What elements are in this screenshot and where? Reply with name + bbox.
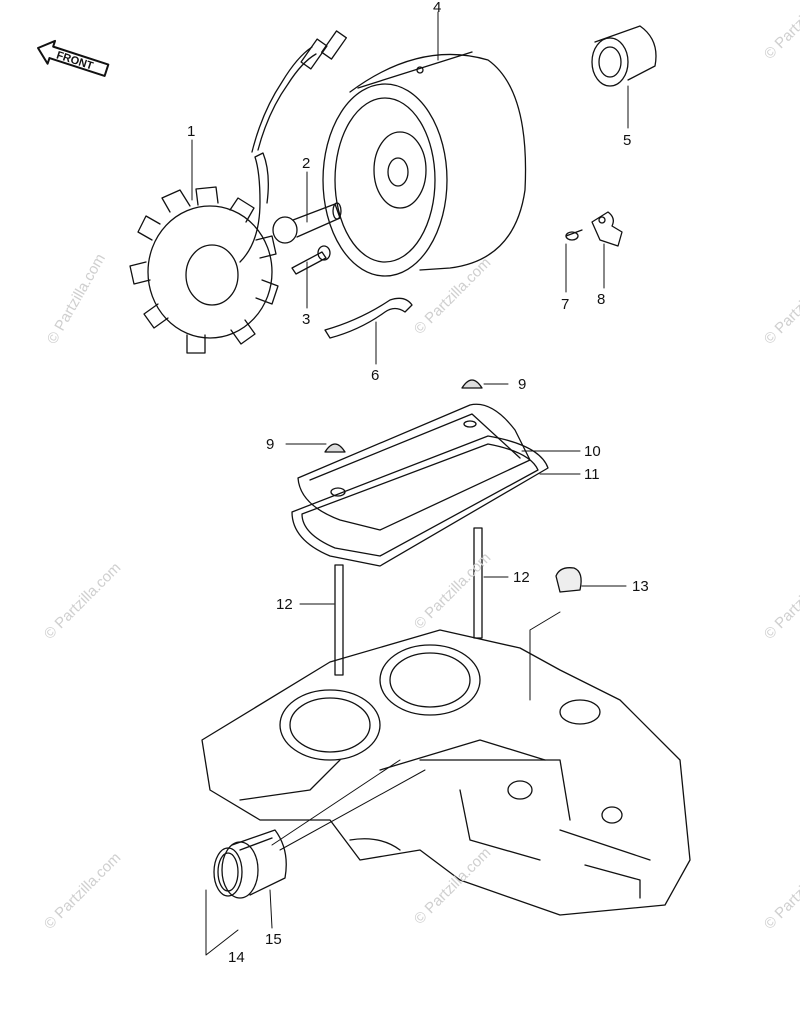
o-ring-part <box>213 847 243 897</box>
collar-part <box>591 25 657 87</box>
gasket-part <box>291 435 549 567</box>
clamp-part <box>324 297 413 339</box>
callout-15: 15 <box>265 931 282 948</box>
small-screw-part <box>565 229 583 241</box>
cap-nut-part <box>324 379 483 453</box>
watermark: © Partzilla.com <box>411 254 494 337</box>
watermark: © Partzilla.com <box>761 0 800 63</box>
callout-9b: 9 <box>266 436 275 453</box>
watermark: © Partzilla.com <box>44 251 109 347</box>
callout-8: 8 <box>597 291 606 308</box>
front-arrow-icon: FRONT <box>37 39 110 77</box>
watermark: © Partzilla.com <box>761 264 800 347</box>
crankcase-part <box>201 629 691 916</box>
cover-part <box>297 403 531 531</box>
stator-part <box>129 30 348 354</box>
callout-2: 2 <box>302 155 311 172</box>
boot-part <box>221 829 287 899</box>
watermark: © Partzilla.com <box>411 844 494 927</box>
callout-11: 11 <box>584 466 600 483</box>
bolt-part <box>272 202 342 244</box>
callout-12b: 12 <box>513 569 530 586</box>
watermark: © Partzilla.com <box>761 849 800 932</box>
callout-4: 4 <box>433 0 442 16</box>
bracket-part <box>591 211 623 247</box>
callout-6: 6 <box>371 367 380 384</box>
cap-part <box>555 567 582 593</box>
watermark: © Partzilla.com <box>41 849 124 932</box>
watermark: © Partzilla.com <box>761 559 800 642</box>
callout-13: 13 <box>632 578 649 595</box>
callout-10: 10 <box>584 443 601 460</box>
watermark: © Partzilla.com <box>41 559 124 642</box>
callout-1: 1 <box>187 123 196 140</box>
screw-part <box>291 245 331 275</box>
callout-3: 3 <box>302 311 311 328</box>
callout-5: 5 <box>623 132 632 149</box>
leader-lines <box>191 11 629 956</box>
callout-14: 14 <box>228 949 245 966</box>
watermark-layer: © Partzilla.com © Partzilla.com © Partzi… <box>41 0 800 933</box>
callout-7: 7 <box>561 296 570 313</box>
callout-9a: 9 <box>518 376 527 393</box>
callout-12a: 12 <box>276 596 293 613</box>
rotor-part <box>322 51 527 277</box>
